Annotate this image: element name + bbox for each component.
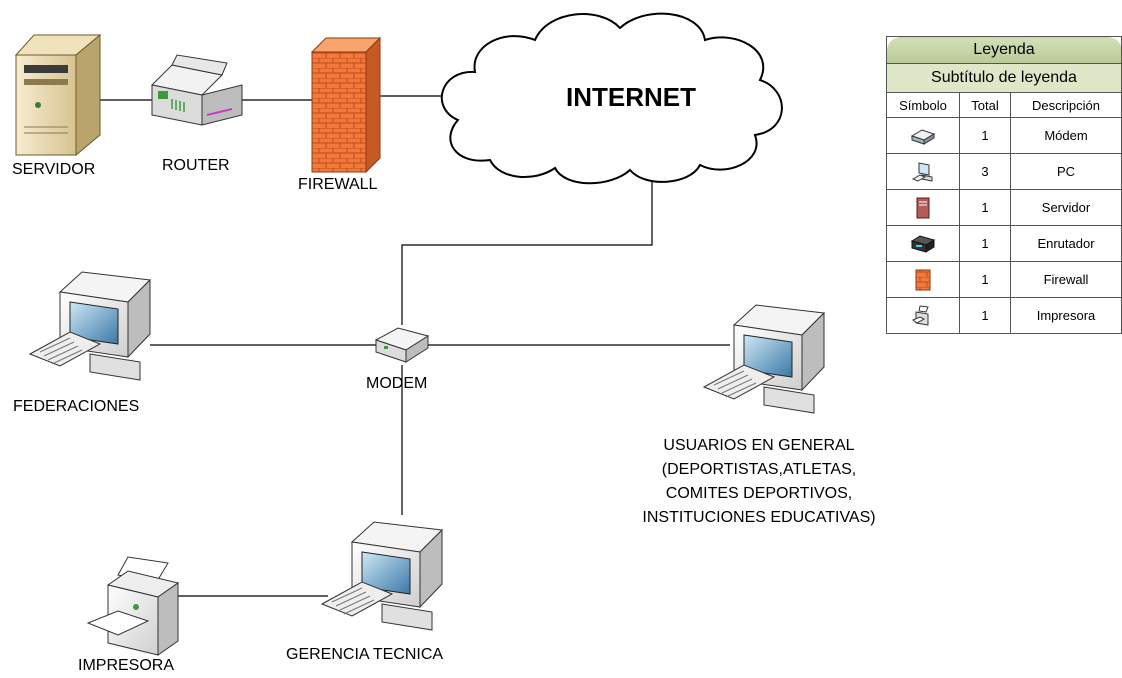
server-icon	[916, 197, 930, 218]
label-modem: MODEM	[366, 375, 428, 392]
label-gerencia: GERENCIA TECNICA	[286, 646, 444, 663]
pc-icon-usuarios	[702, 304, 826, 414]
label-impresora: IMPRESORA	[78, 657, 175, 674]
label-firewall: FIREWALL	[298, 176, 378, 193]
server-icon	[14, 33, 102, 157]
legend-table: Leyenda Subtítulo de leyenda Símbolo Tot…	[886, 36, 1122, 334]
connection-lines	[100, 95, 730, 597]
legend-row: 1 Servidor	[886, 189, 1122, 226]
legend-row: 3 PC	[886, 153, 1122, 190]
label-usuarios-line: USUARIOS EN GENERAL	[663, 437, 855, 454]
label-router: ROUTER	[162, 157, 230, 174]
label-usuarios-line: COMITES DEPORTIVOS,	[665, 485, 853, 502]
modem-icon	[374, 327, 430, 363]
router-icon	[910, 234, 936, 253]
printer-icon	[912, 304, 929, 326]
firewall-icon	[310, 36, 382, 174]
modem-icon	[910, 128, 936, 145]
legend-total: 1	[959, 297, 1011, 334]
legend-total: 1	[959, 189, 1011, 226]
pc-icon-federaciones	[28, 271, 152, 381]
legend-description: Módem	[1010, 117, 1122, 154]
cloud-icon	[440, 12, 783, 185]
pc-icon-gerencia	[320, 521, 444, 631]
label-usuarios-line: INSTITUCIONES EDUCATIVAS)	[642, 509, 876, 526]
legend-total: 1	[959, 117, 1011, 154]
legend-header-description: Descripción	[1010, 92, 1122, 118]
label-internet: INTERNET	[566, 82, 696, 112]
printer-icon	[86, 556, 180, 656]
legend-description: Enrutador	[1010, 225, 1122, 262]
label-federaciones: FEDERACIONES	[13, 398, 140, 415]
pc-icon	[912, 161, 933, 182]
legend-row: 1 Firewall	[886, 261, 1122, 298]
firewall-icon	[915, 269, 931, 290]
legend-title: Leyenda	[886, 36, 1122, 64]
legend-header-symbol: Símbolo	[886, 92, 960, 118]
legend-row: 1 Módem	[886, 117, 1122, 154]
legend-description: Servidor	[1010, 189, 1122, 226]
legend-row: 1 Enrutador	[886, 225, 1122, 262]
label-usuarios: USUARIOS EN GENERAL (DEPORTISTAS,ATLETAS…	[614, 434, 904, 530]
legend-description: Impresora	[1010, 297, 1122, 334]
router-icon	[150, 54, 243, 126]
legend-total: 1	[959, 261, 1011, 298]
legend-description: PC	[1010, 153, 1122, 190]
legend-total: 1	[959, 225, 1011, 262]
legend-subtitle: Subtítulo de leyenda	[886, 63, 1122, 93]
legend-header-total: Total	[959, 92, 1011, 118]
label-servidor: SERVIDOR	[12, 161, 96, 178]
legend-total: 3	[959, 153, 1011, 190]
label-usuarios-line: (DEPORTISTAS,ATLETAS,	[661, 461, 857, 478]
legend-row: 1 Impresora	[886, 297, 1122, 334]
legend-description: Firewall	[1010, 261, 1122, 298]
